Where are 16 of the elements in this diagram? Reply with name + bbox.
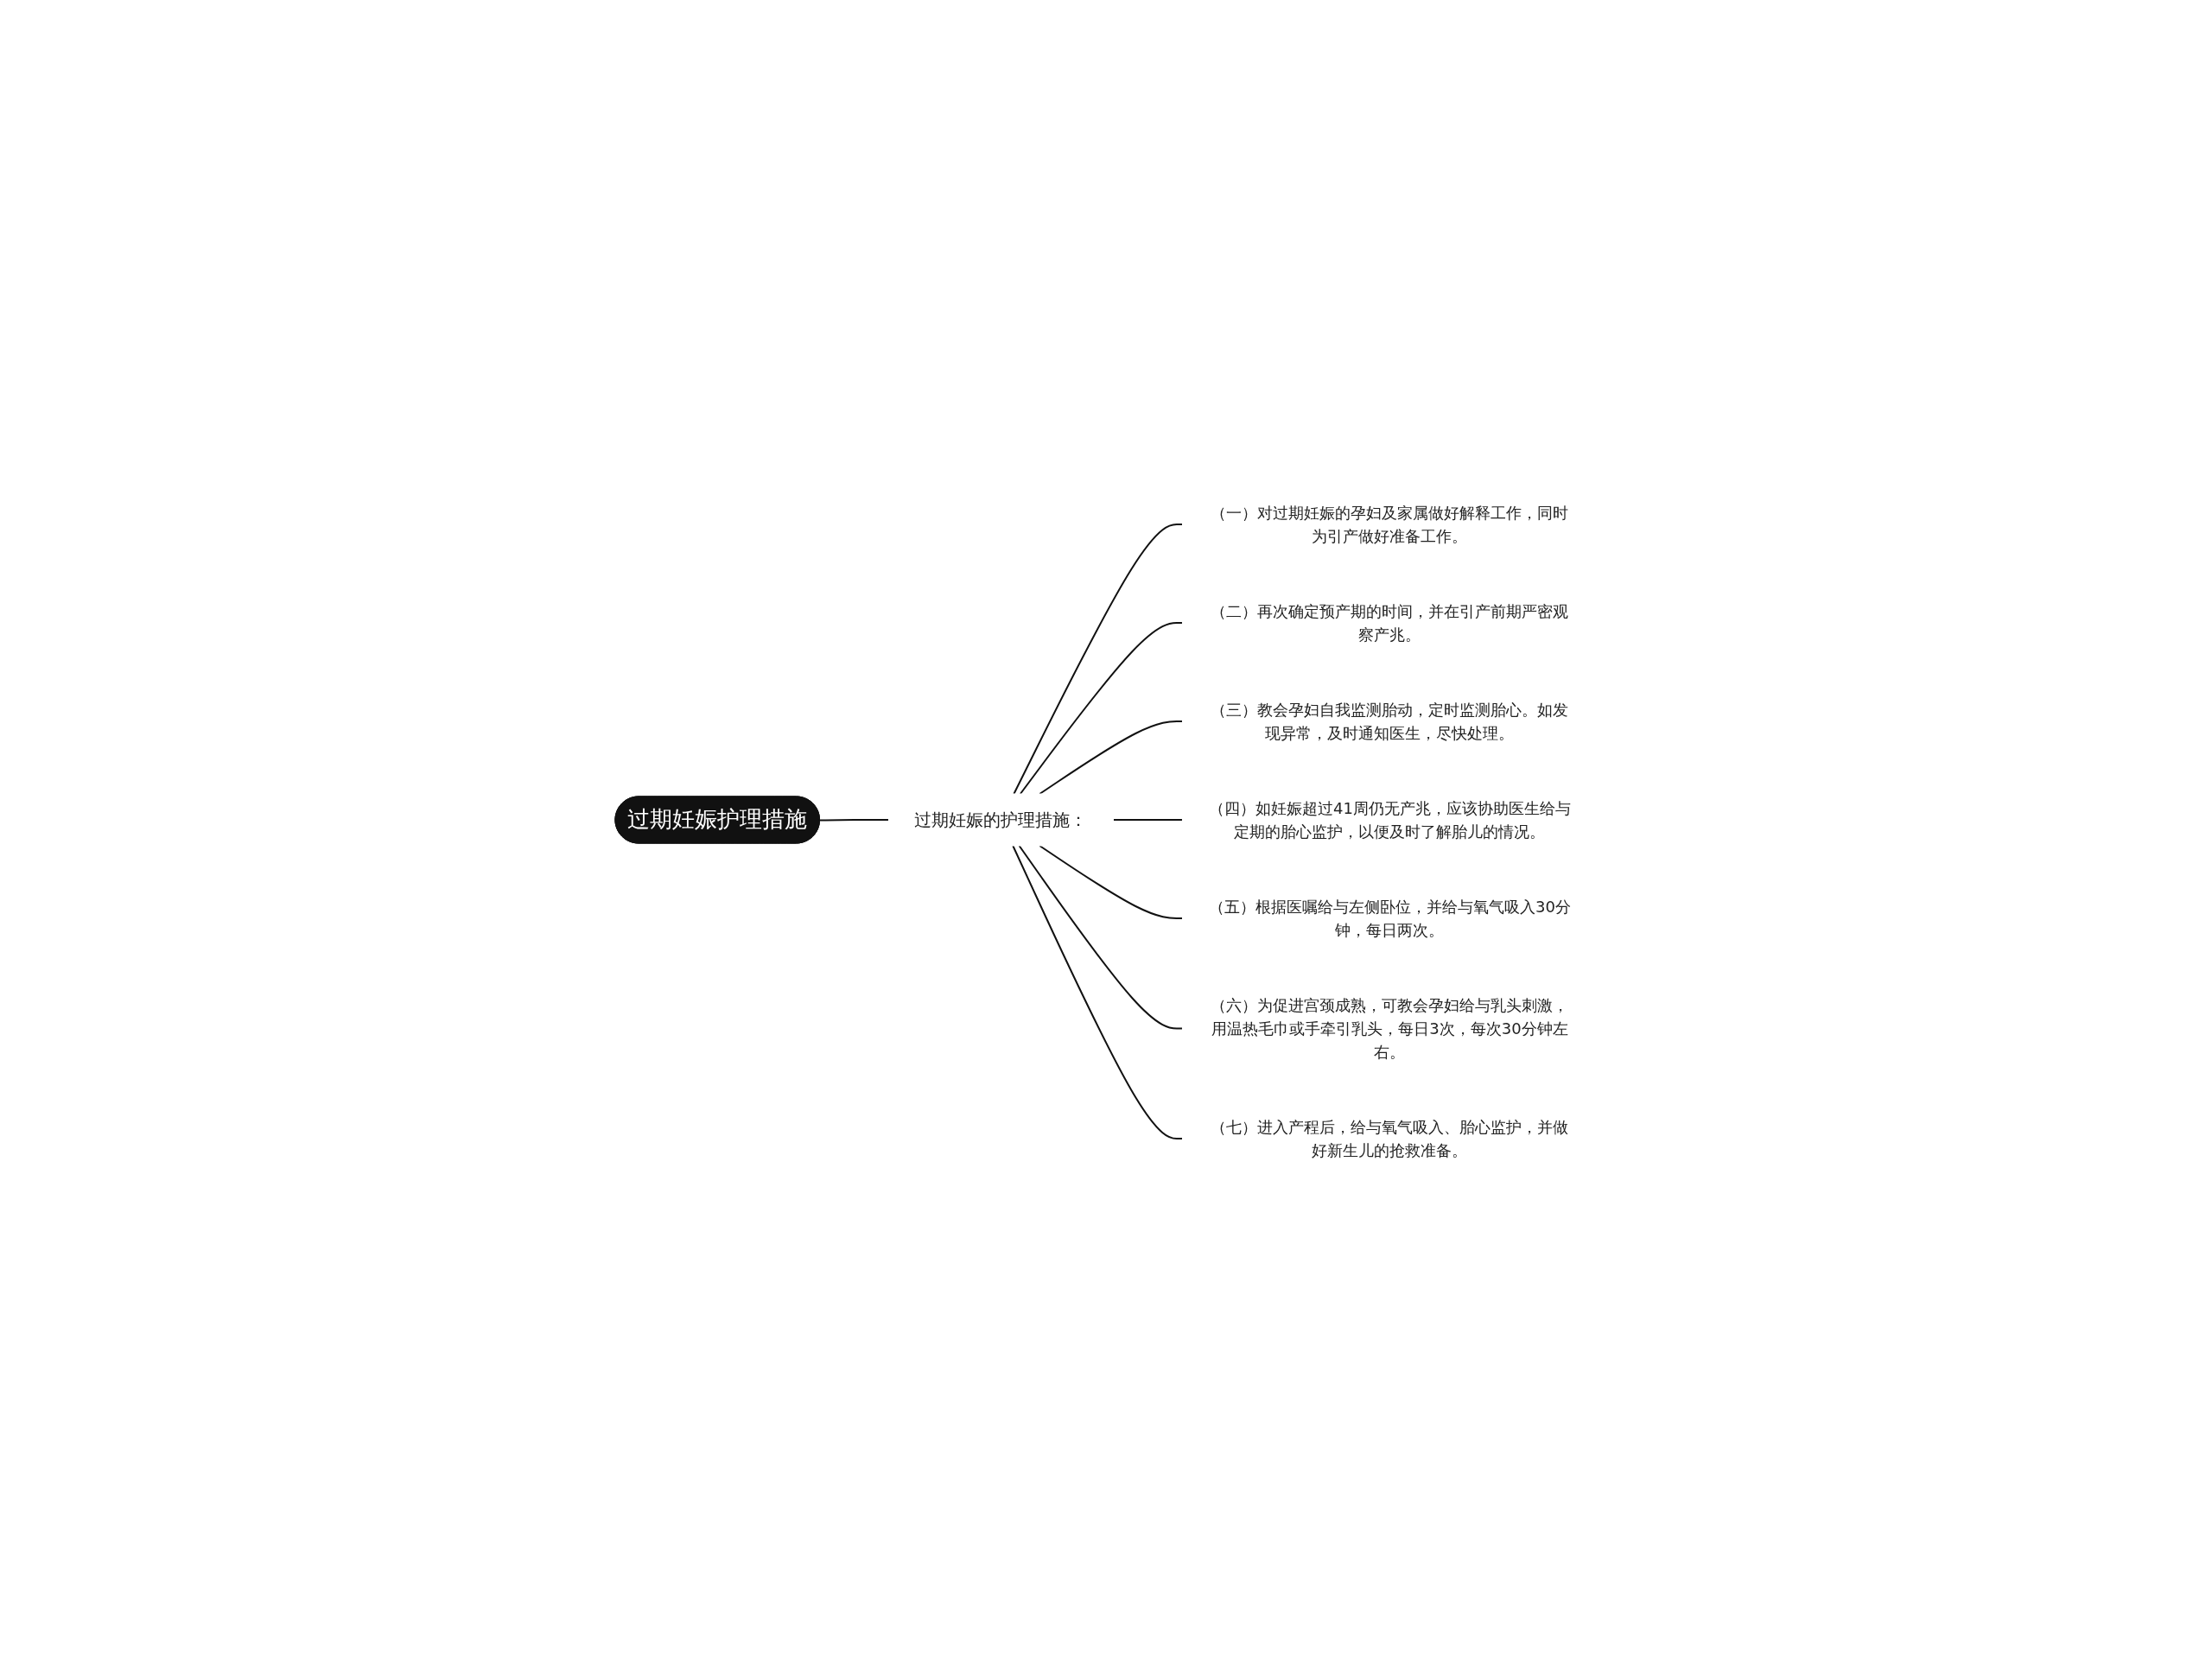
connector [1012, 845, 1184, 1139]
node-text: （五）根据医嘱给与左侧卧位，并给与氧气吸入30分钟，每日两次。 [1208, 897, 1571, 939]
connector [1038, 720, 1184, 795]
connector [818, 819, 890, 822]
connector [1018, 845, 1184, 1030]
node-text: （一）对过期妊娠的孕妇及家属做好解释工作，同时为引产做好准备工作。 [1211, 504, 1569, 545]
node-text: （三）教会孕妇自我监测胎动，定时监测胎心。如发现异常，及时通知医生，尽快处理。 [1211, 701, 1569, 742]
node-text: （二）再次确定预产期的时间，并在引产前期严密观察产兆。 [1211, 602, 1569, 644]
node-text: （七）进入产程后，给与氧气吸入、胎心监护，并做好新生儿的抢救准备。 [1211, 1117, 1569, 1159]
connector [1038, 845, 1184, 919]
connector [1019, 622, 1184, 795]
node-text: （六）为促进宫颈成熟，可教会孕妇给与乳头刺激，用温热毛巾或手牵引乳头，每日3次，每次30分钟左右。 [1211, 995, 1569, 1061]
node-text: 过期妊娠的护理措施： [914, 809, 1088, 830]
node-text: （四）如妊娠超过41周仍无产兆，应该协助医生给与定期的胎心监护，以便及时了解胎儿的情况。 [1208, 798, 1571, 841]
connector [1013, 524, 1184, 795]
connector [1112, 819, 1184, 821]
